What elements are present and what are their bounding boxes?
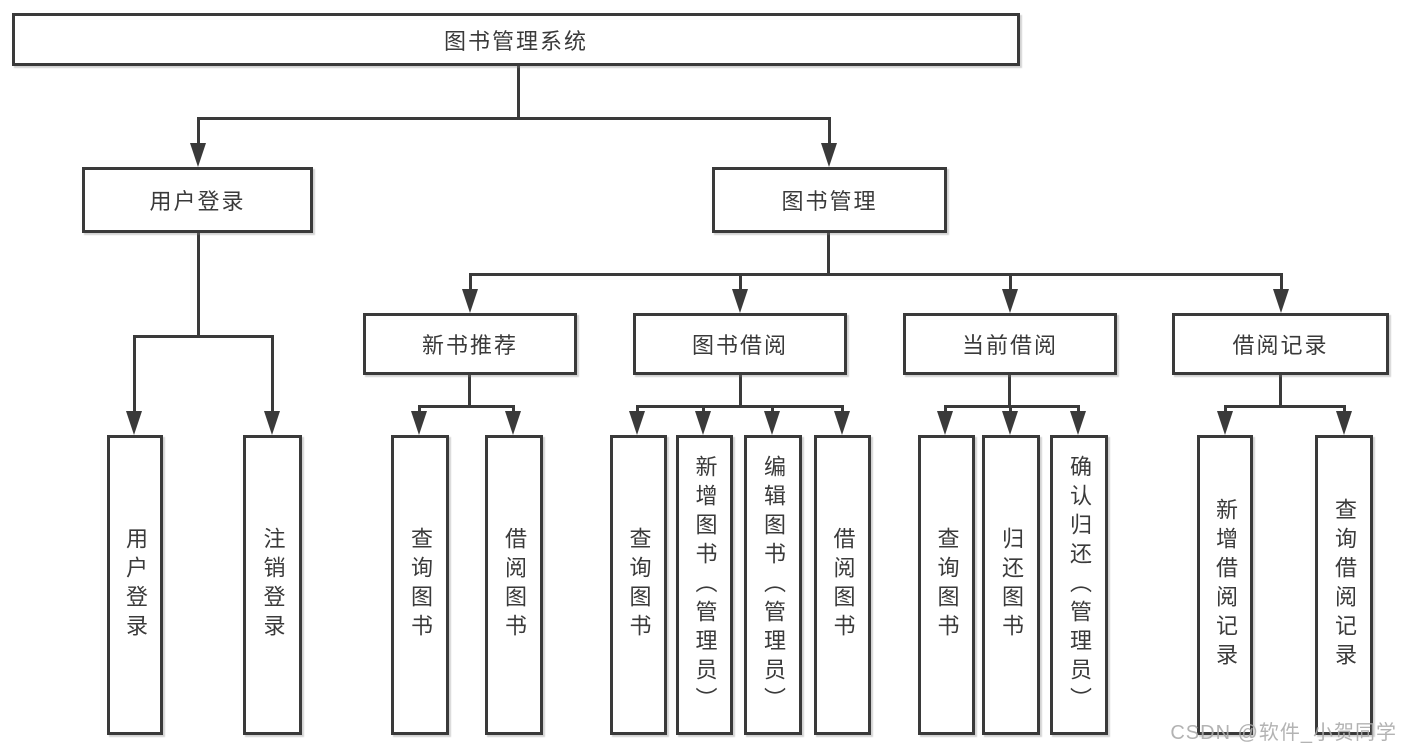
connector-line	[771, 405, 774, 414]
node-label: 新增图书（管理员）	[692, 454, 718, 716]
node-borrowing-records: 借阅记录	[1172, 313, 1389, 375]
connector-line	[133, 335, 136, 413]
connector-line	[1224, 405, 1227, 414]
node-label: 查询图书	[408, 527, 433, 643]
connector-line	[1224, 405, 1346, 408]
connector-line	[828, 117, 831, 147]
arrow-down-icon	[834, 411, 850, 435]
connector-line	[1077, 405, 1080, 414]
arrow-down-icon	[126, 411, 142, 435]
connector-line	[739, 273, 742, 291]
arrow-down-icon	[1273, 289, 1289, 313]
leaf-borrowing-borrow-books: 借阅图书	[814, 435, 871, 735]
leaf-records-query-borrow-record: 查询借阅记录	[1315, 435, 1373, 735]
leaf-current-query-books: 查询图书	[918, 435, 975, 735]
leaf-records-add-borrow-record: 新增借阅记录	[1197, 435, 1253, 735]
node-book-management: 图书管理	[712, 167, 947, 233]
connector-line	[1009, 405, 1012, 414]
arrow-down-icon	[190, 143, 206, 167]
connector-line	[468, 375, 471, 406]
connector-line	[944, 405, 1080, 408]
node-new-book-recommendation: 新书推荐	[363, 313, 577, 375]
node-label: 查询图书	[626, 527, 652, 643]
connector-line	[702, 405, 705, 414]
node-label: 用户登录	[123, 527, 148, 643]
node-label: 借阅图书	[502, 527, 527, 643]
connector-line	[418, 405, 421, 414]
node-label: 图书借阅	[691, 333, 788, 358]
arrow-down-icon	[411, 411, 427, 435]
connector-line	[636, 405, 639, 414]
arrow-down-icon	[821, 143, 837, 167]
connector-line	[418, 405, 515, 408]
connector-line	[512, 405, 515, 414]
node-label: 当前借阅	[961, 333, 1058, 358]
connector-line	[197, 117, 200, 147]
leaf-borrowing-query-books: 查询图书	[610, 435, 667, 735]
arrow-down-icon	[695, 411, 711, 435]
node-label: 查询图书	[934, 527, 960, 643]
arrow-down-icon	[1336, 411, 1352, 435]
node-label: 查询借阅记录	[1332, 498, 1357, 672]
node-book-borrowing: 图书借阅	[633, 313, 847, 375]
leaf-user-login: 用户登录	[107, 435, 163, 735]
connector-line	[1279, 375, 1282, 406]
connector-line	[841, 405, 844, 414]
node-label: 编辑图书（管理员）	[761, 454, 786, 716]
leaf-recommend-query-books: 查询图书	[391, 435, 449, 735]
arrow-down-icon	[1002, 289, 1018, 313]
leaf-logout: 注销登录	[243, 435, 302, 735]
arrow-down-icon	[1070, 411, 1086, 435]
connector-line	[469, 273, 1282, 276]
node-current-borrowing: 当前借阅	[903, 313, 1117, 375]
connector-line	[1343, 405, 1346, 414]
arrow-down-icon	[629, 411, 645, 435]
arrow-down-icon	[1217, 411, 1233, 435]
arrow-down-icon	[937, 411, 953, 435]
watermark-text: CSDN @软件_小贺同学	[1170, 722, 1397, 744]
leaf-borrowing-edit-books-admin: 编辑图书（管理员）	[744, 435, 802, 735]
arrow-down-icon	[764, 411, 780, 435]
node-label: 确认归还（管理员）	[1067, 454, 1092, 716]
leaf-current-return-books: 归还图书	[982, 435, 1040, 735]
arrow-down-icon	[505, 411, 521, 435]
connector-line	[827, 230, 830, 273]
connector-line	[133, 335, 274, 338]
connector-line	[944, 405, 947, 414]
node-library-management-system: 图书管理系统	[12, 13, 1020, 66]
leaf-recommend-borrow-books: 借阅图书	[485, 435, 543, 735]
node-label: 借阅记录	[1232, 333, 1329, 358]
connector-line	[271, 335, 274, 413]
arrow-down-icon	[264, 411, 280, 435]
node-label: 借阅图书	[830, 527, 856, 643]
connector-line	[197, 117, 831, 120]
arrow-down-icon	[732, 289, 748, 313]
node-label: 新书推荐	[421, 333, 518, 358]
leaf-borrowing-add-books-admin: 新增图书（管理员）	[676, 435, 733, 735]
leaf-current-confirm-return-admin: 确认归还（管理员）	[1050, 435, 1108, 735]
connector-line	[739, 375, 742, 406]
arrow-down-icon	[462, 289, 478, 313]
connector-line	[1008, 375, 1011, 406]
connector-line	[636, 405, 844, 408]
connector-line	[1009, 273, 1012, 291]
node-label: 用户登录	[149, 189, 246, 214]
node-label: 新增借阅记录	[1213, 498, 1238, 672]
connector-line	[197, 230, 200, 335]
node-label: 图书管理	[781, 189, 878, 214]
node-label: 图书管理系统	[443, 28, 588, 54]
node-user-login: 用户登录	[82, 167, 313, 233]
connector-line	[469, 273, 472, 291]
arrow-down-icon	[1002, 411, 1018, 435]
node-label: 归还图书	[999, 527, 1024, 643]
node-label: 注销登录	[260, 527, 286, 643]
connector-line	[1280, 273, 1283, 291]
connector-line	[517, 66, 520, 117]
